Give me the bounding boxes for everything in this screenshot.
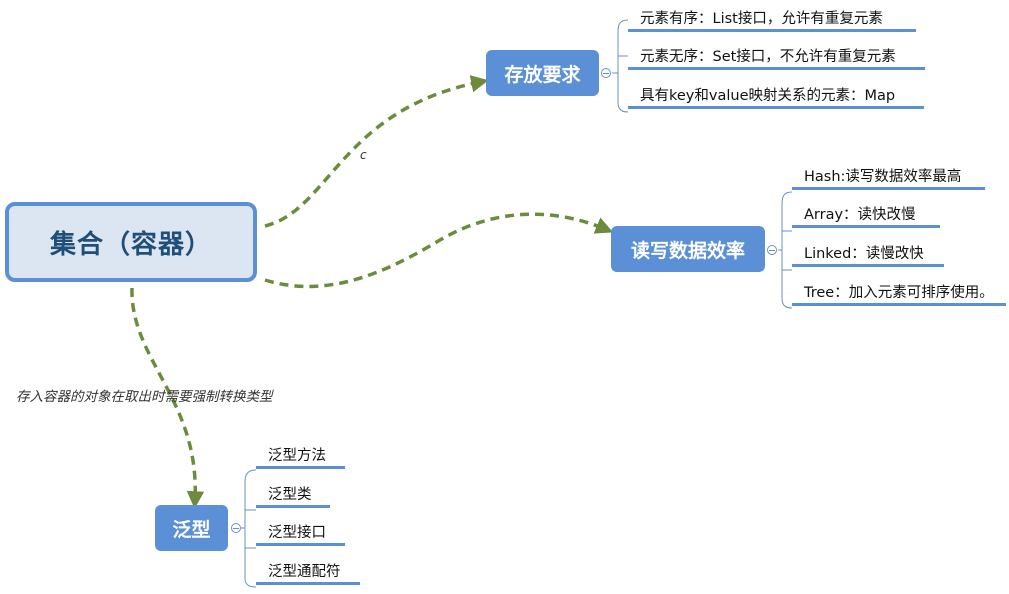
storage-item-map[interactable]: 具有key和value映射关系的元素：Map <box>628 85 924 109</box>
generic-item-wildcard[interactable]: 泛型通配符 <box>256 561 360 585</box>
collapse-generic-icon[interactable] <box>231 523 241 533</box>
generic-item-interface-label: 泛型接口 <box>268 525 326 541</box>
storage-item-list[interactable]: 元素有序：List接口，允许有重复元素 <box>628 8 916 32</box>
storage-branch-lines <box>612 19 629 113</box>
rw-item-tree-label: Tree：加入元素可排序使用。 <box>804 285 994 301</box>
generic-item-class[interactable]: 泛型类 <box>256 484 330 508</box>
rw-item-hash[interactable]: Hash:读写数据效率最高 <box>792 166 985 190</box>
topic-generics[interactable]: 泛型 <box>155 505 228 551</box>
rw-branch-lines <box>778 191 793 309</box>
connector-generic-label: 存入容器的对象在取出时需要强制转换类型 <box>16 389 273 405</box>
collapse-rw-icon[interactable] <box>767 245 777 255</box>
generic-item-class-label: 泛型类 <box>268 487 312 503</box>
topic-generic-label: 泛型 <box>172 518 211 541</box>
topic-storage-requirements[interactable]: 存放要求 <box>486 50 599 96</box>
connector-root-storage <box>264 75 489 228</box>
rw-item-array-label: Array：读快改慢 <box>804 207 916 223</box>
topic-rw-label: 读写数据效率 <box>630 239 745 262</box>
rw-item-linked[interactable]: Linked：读慢改快 <box>792 243 944 267</box>
connector-storage-label: c <box>360 148 367 162</box>
rw-item-array[interactable]: Array：读快改慢 <box>792 204 940 228</box>
topic-read-write-efficiency[interactable]: 读写数据效率 <box>611 226 765 272</box>
storage-item-list-label: 元素有序：List接口，允许有重复元素 <box>640 11 883 27</box>
rw-item-tree[interactable]: Tree：加入元素可排序使用。 <box>792 282 1006 306</box>
root-topic-collection[interactable]: 集合（容器） <box>5 202 257 282</box>
rw-item-linked-label: Linked：读慢改快 <box>804 246 924 262</box>
topic-storage-label: 存放要求 <box>504 63 581 86</box>
root-topic-label: 集合（容器） <box>49 229 212 260</box>
storage-item-set-label: 元素无序：Set接口，不允许有重复元素 <box>640 49 896 65</box>
collapse-storage-icon[interactable] <box>601 68 611 78</box>
storage-item-set[interactable]: 元素无序：Set接口，不允许有重复元素 <box>628 46 925 70</box>
generic-item-interface[interactable]: 泛型接口 <box>256 522 345 546</box>
generic-item-method[interactable]: 泛型方法 <box>256 445 345 469</box>
storage-item-map-label: 具有key和value映射关系的元素：Map <box>640 88 896 104</box>
generic-branch-lines <box>241 469 257 588</box>
generic-item-wildcard-label: 泛型通配符 <box>268 564 341 580</box>
rw-item-hash-label: Hash:读写数据效率最高 <box>804 169 962 185</box>
generic-item-method-label: 泛型方法 <box>268 448 326 464</box>
connector-root-rw <box>264 212 614 289</box>
